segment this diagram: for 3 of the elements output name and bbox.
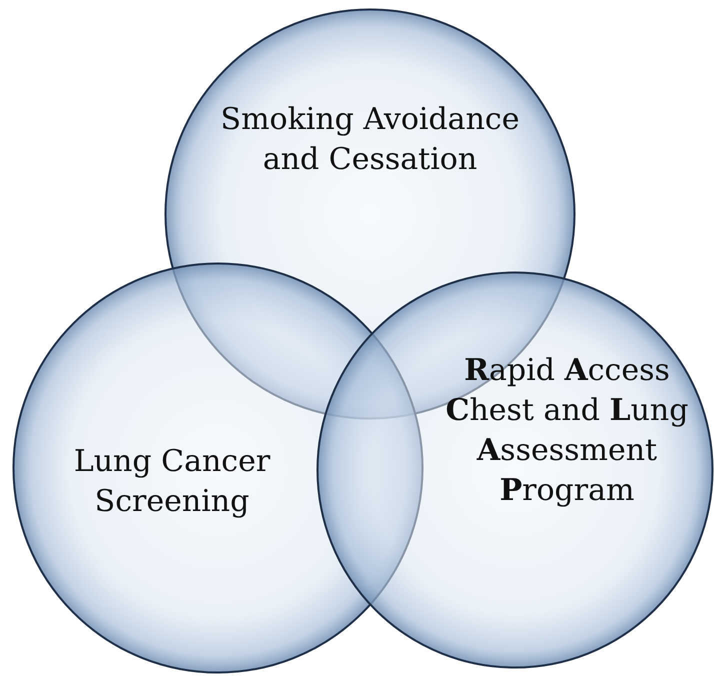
circle-label: Lung Cancer Screening xyxy=(72,443,272,521)
circle-label: Smoking Avoidance and Cessation xyxy=(220,101,520,179)
circle-label: Rapid Access Chest and Lung Assessment Program xyxy=(444,352,690,510)
